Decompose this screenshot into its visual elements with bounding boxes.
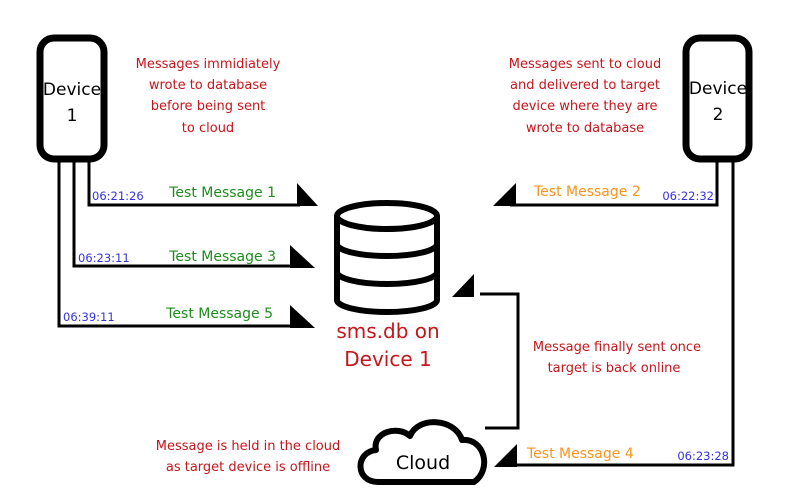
- device-1: Device 1: [36, 34, 108, 163]
- arrow-icon: [452, 274, 474, 297]
- connector-line: [480, 292, 520, 430]
- message-timestamp: 06:39:11: [63, 310, 115, 324]
- note-device-1: Messages immidiately wrote to database b…: [136, 57, 281, 136]
- cloud-label: Cloud: [396, 452, 450, 474]
- connectors: [57, 160, 735, 467]
- message-timestamp: 06:23:28: [677, 449, 729, 463]
- connector-line: [57, 160, 300, 328]
- cloud: Cloud: [357, 419, 487, 485]
- message-4: Test Message 4 06:23:28: [526, 446, 729, 463]
- connector-line: [72, 160, 300, 268]
- device-2-label: Device: [689, 79, 747, 99]
- message-5: Test Message 5 06:39:11: [63, 306, 273, 324]
- note-line: Message is held in the cloud: [156, 439, 341, 454]
- note-cloud-send: Message finally sent once target is back…: [533, 340, 701, 376]
- connector-line: [510, 160, 735, 467]
- arrow-icon: [290, 245, 315, 268]
- database-icon: [334, 200, 440, 315]
- note-line: Message finally sent once: [533, 340, 701, 355]
- arrowheads: [290, 183, 517, 467]
- device-1-label: Device: [43, 80, 101, 100]
- message-timestamp: 06:22:32: [662, 189, 714, 203]
- note-line: to cloud: [182, 121, 234, 136]
- note-device-2: Messages sent to cloud and delivered to …: [509, 57, 662, 136]
- note-cloud-hold: Message is held in the cloud as target d…: [156, 439, 341, 475]
- note-line: wrote to database: [149, 78, 267, 93]
- message-label: Test Message 5: [165, 306, 273, 322]
- note-line: before being sent: [151, 99, 266, 114]
- note-line: and delivered to target: [510, 78, 660, 93]
- arrow-icon: [297, 183, 318, 206]
- message-label: Test Message 1: [168, 185, 276, 201]
- connector-line: [87, 160, 300, 207]
- message-label: Test Message 3: [168, 249, 276, 265]
- message-timestamp: 06:23:11: [78, 251, 130, 265]
- device-1-number: 1: [67, 106, 78, 126]
- note-line: Messages sent to cloud: [509, 57, 662, 72]
- device-2: Device 2: [682, 34, 753, 163]
- note-line: device where they are: [512, 99, 657, 114]
- message-timestamp: 06:21:26: [92, 189, 144, 203]
- note-line: wrote to database: [526, 121, 644, 136]
- connector-line: [510, 160, 719, 207]
- note-line: target is back online: [548, 361, 681, 376]
- arrow-icon: [290, 305, 315, 328]
- cloud-icon: [357, 419, 487, 485]
- message-label: Test Message 4: [526, 446, 634, 462]
- message-2: Test Message 2 06:22:32: [533, 184, 714, 203]
- database-device: Device 1: [344, 347, 431, 371]
- arrow-icon: [493, 183, 516, 206]
- message-label: Test Message 2: [533, 184, 641, 200]
- note-line: Messages immidiately: [136, 57, 281, 72]
- device-2-number: 2: [713, 105, 724, 125]
- arrow-icon: [494, 444, 517, 467]
- note-line: as target device is offline: [166, 460, 330, 475]
- message-3: Test Message 3 06:23:11: [78, 249, 276, 265]
- database-label: sms.db on: [336, 319, 439, 343]
- message-1: Test Message 1 06:21:26: [92, 185, 276, 203]
